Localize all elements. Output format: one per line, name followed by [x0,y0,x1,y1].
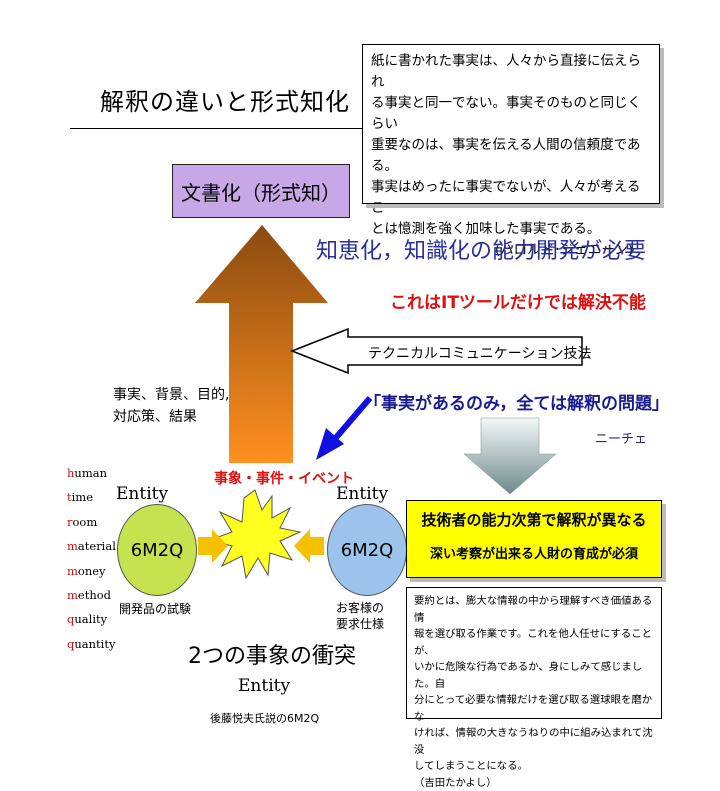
entity-label-bottom: Entity [238,676,290,696]
technique-label: テクニカルコミュニケーション技法 [368,343,591,363]
list-item: method [67,583,116,607]
entity-label-right: Entity [336,484,388,504]
facts-list: 事実、背景、目的, 対応策、結果 [113,384,229,428]
collision-starburst-icon [210,490,300,578]
list-item: room [67,510,116,534]
engineer-line-1: 技術者の能力次第で解釈が異なる [407,509,661,530]
facts-line: 対応策、結果 [113,406,229,428]
list-item: material [67,534,116,558]
nietzsche-attribution: ニーチェ [595,428,647,447]
entity-label-left: Entity [116,484,168,504]
list-item: quantity [67,632,116,656]
6m2q-circle-right: 6M2Q [327,504,407,596]
facts-line: 事実、背景、目的, [113,384,229,406]
summary-line: 要約とは、膨大な情報の中から理解すべき価値ある情 [414,593,654,626]
summary-line: いかに危険な行為であるか、身にしみて感じました。自 [414,659,654,692]
right-caption-line: お客様の [336,600,384,616]
6m2q-circle-left: 6M2Q [117,504,197,596]
it-tool-warning: これはITツールだけでは解決不能 [390,288,646,313]
collision-title: 2つの事象の衝突 [188,638,356,670]
summary-quote-box: 要約とは、膨大な情報の中から理解すべき価値ある情 報を選び取る作業です。これを他… [406,587,662,719]
list-item: quality [67,607,116,631]
right-caption: お客様の 要求仕様 [336,600,384,632]
blue-pointer-arrow [316,398,370,460]
summary-line: してしまうことになる。 [414,758,654,775]
summary-line: （吉田たかよし） [414,775,654,791]
left-collision-arrow [198,529,228,563]
list-item: time [67,485,116,509]
right-caption-line: 要求仕様 [336,616,384,632]
summary-line: 報を選び取る作業です。これを他人任せにすることが、 [414,626,654,659]
summary-line: 分にとって必要な情報だけを選び取る選球眼を磨かな [414,692,654,725]
event-label: 事象・事件・イベント [214,468,354,488]
6m2q-list: human time room material money method qu… [67,461,116,656]
engineer-line-2: 深い考察が出来る人財の育成が必須 [407,543,661,562]
summary-line: ければ、情報の大きなうねりの中に組み込まれて沈没 [414,725,654,758]
knowledge-heading: 知恵化，知識化の能力開発が必要 [316,233,646,265]
downward-arrow [464,418,556,494]
list-item: human [67,461,116,485]
right-collision-arrow [294,529,324,563]
list-item: money [67,559,116,583]
nietzsche-quote: 「事実があるのみ，全ては解釈の問題」 [364,389,669,414]
footer-caption: 後藤悦夫氏説の6M2Q [210,710,319,726]
left-caption: 開発品の試験 [119,600,191,617]
engineer-ability-box: 技術者の能力次第で解釈が異なる 深い考察が出来る人財の育成が必須 [406,500,662,578]
